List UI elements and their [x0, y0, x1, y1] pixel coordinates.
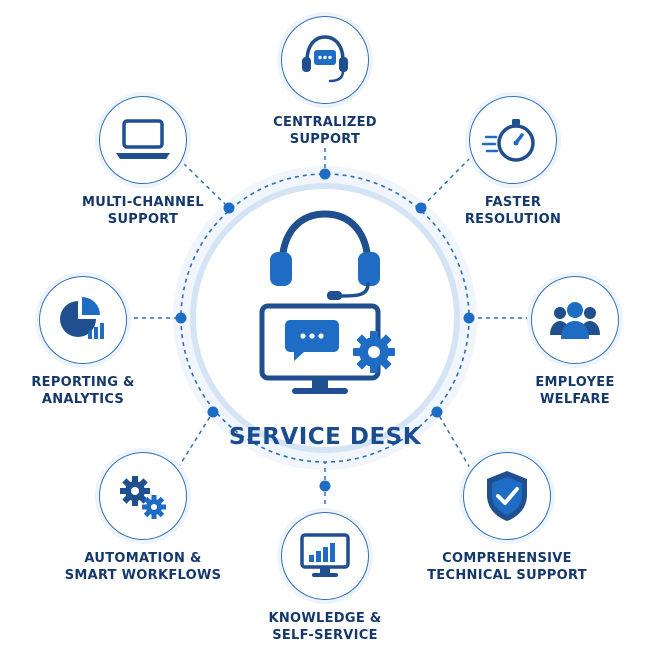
- node-label-line2: TECHNICAL SUPPORT: [427, 568, 587, 583]
- connector-comprehensive: [436, 411, 471, 469]
- node-centralized-support: CENTRALIZED SUPPORT: [225, 16, 425, 148]
- stopwatch-icon: [481, 119, 535, 162]
- node-multi-channel-support: MULTI-CHANNEL SUPPORT: [43, 96, 243, 228]
- dot-faster: [415, 202, 427, 214]
- node-label-line2: SMART WORKFLOWS: [64, 568, 222, 583]
- node-label-line1: KNOWLEDGE &: [268, 611, 382, 626]
- connector-faster: [420, 157, 471, 209]
- headset-chat-icon: [302, 35, 348, 83]
- node-label-line2: ANALYTICS: [41, 392, 125, 407]
- node-label-line2: RESOLUTION: [464, 212, 562, 227]
- node-label-line1: REPORTING &: [31, 375, 135, 390]
- connector-automation: [177, 411, 214, 469]
- dot-employee: [463, 312, 475, 324]
- monitor-icon: [259, 303, 381, 394]
- dot-knowledge: [319, 480, 331, 492]
- dot-centralized: [319, 168, 331, 180]
- node-automation-smart-workflows: AUTOMATION & SMART WORKFLOWS: [43, 452, 243, 584]
- people-group-icon: [550, 302, 600, 339]
- dot-reporting: [175, 312, 187, 324]
- node-label-line2: SUPPORT: [107, 212, 179, 227]
- node-label-line1: CENTRALIZED: [273, 115, 377, 130]
- headset-icon: [270, 210, 380, 300]
- node-label-line1: AUTOMATION &: [84, 551, 202, 566]
- node-faster-resolution: FASTER RESOLUTION: [413, 96, 613, 228]
- node-label-line1: MULTI-CHANNEL: [81, 195, 205, 210]
- monitor-bar-chart-icon: [300, 533, 350, 577]
- dot-comprehensive: [431, 406, 443, 418]
- node-label-line1: FASTER: [484, 195, 542, 210]
- node-label-line2: SUPPORT: [289, 132, 361, 147]
- node-label-line1: EMPLOYEE: [535, 375, 615, 390]
- shield-check-icon: [487, 471, 527, 521]
- node-label-line2: WELFARE: [540, 392, 610, 407]
- gear-icon: [353, 331, 395, 373]
- center-title: SERVICE DESK: [228, 424, 422, 450]
- dot-automation: [207, 406, 219, 418]
- laptop-icon: [116, 119, 170, 159]
- gears-icon: [120, 476, 166, 519]
- node-label-line2: SELF-SERVICE: [272, 628, 378, 643]
- node-label-line1: COMPREHENSIVE: [442, 551, 572, 566]
- node-comprehensive-technical-support: COMPREHENSIVE TECHNICAL SUPPORT: [407, 452, 607, 584]
- connector-multichannel: [177, 157, 230, 209]
- pie-chart-icon: [60, 297, 104, 339]
- node-reporting-analytics: REPORTING & ANALYTICS: [0, 276, 183, 408]
- dot-multichannel: [223, 202, 235, 214]
- node-knowledge-self-service: KNOWLEDGE & SELF-SERVICE: [225, 512, 425, 644]
- node-employee-welfare: EMPLOYEE WELFARE: [475, 276, 650, 408]
